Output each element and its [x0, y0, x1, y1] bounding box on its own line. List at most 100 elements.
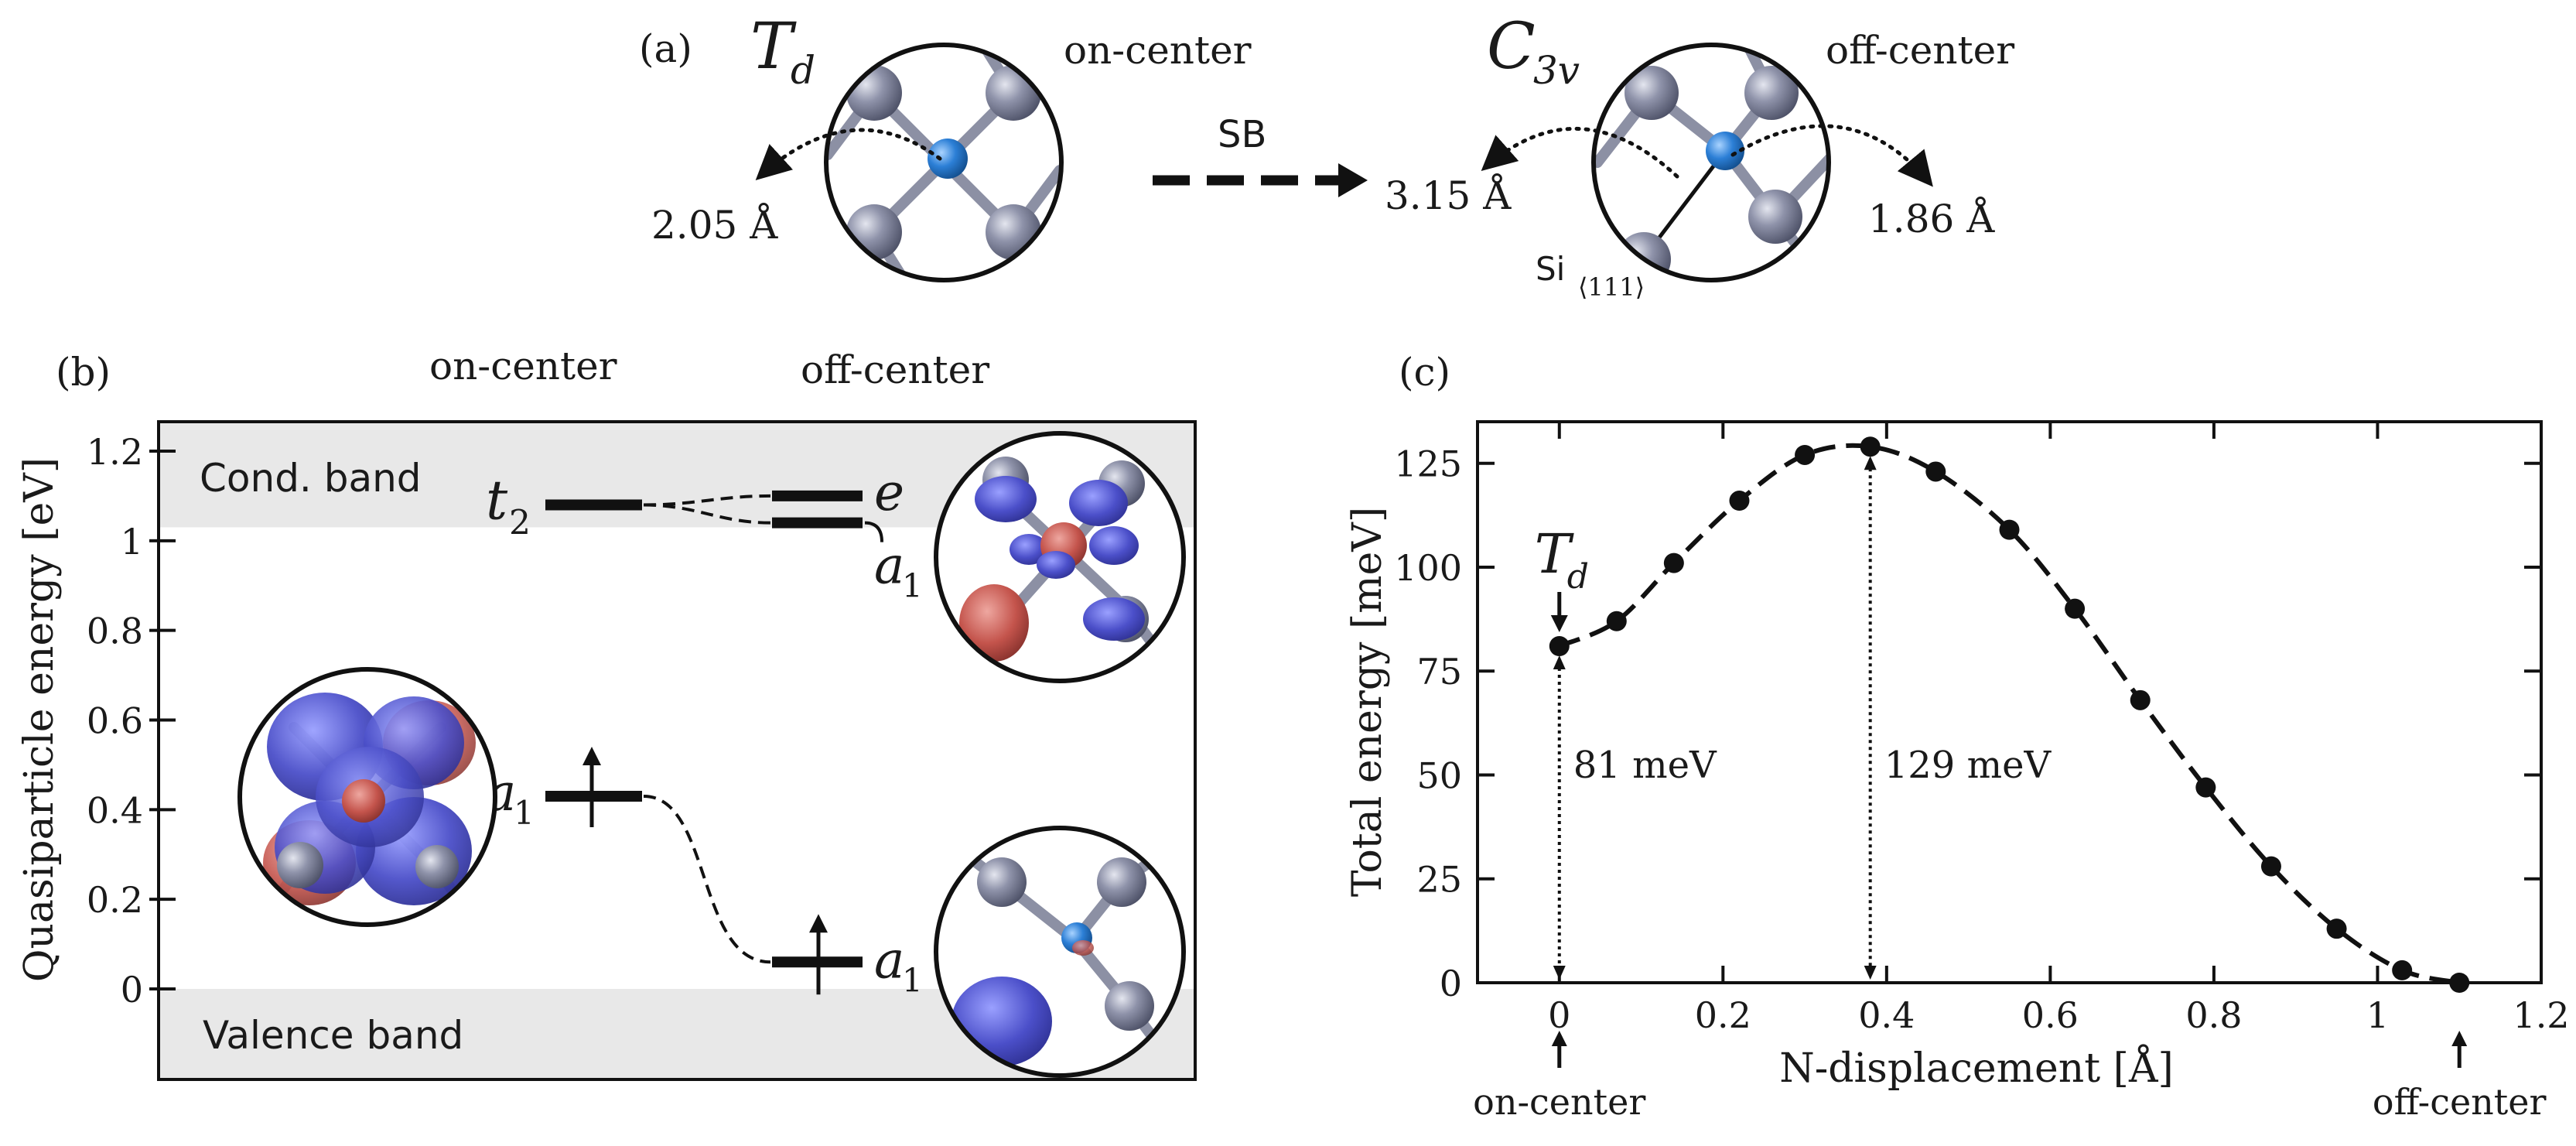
left-caption: on-center [1064, 28, 1252, 73]
data-point [2326, 919, 2347, 939]
data-points [1549, 436, 2470, 993]
relaxation-connector [643, 794, 771, 964]
left-distance: 2.05 Å [651, 202, 778, 248]
y-tick-label: 0.6 [87, 700, 143, 742]
sb-arrowhead [1338, 163, 1368, 197]
valence-band-label: Valence band [203, 1013, 463, 1058]
td-structure-image [824, 43, 1064, 282]
panel-b-y-axis: 0 0.2 0.4 0.6 0.8 1 1.2 [87, 431, 176, 1011]
data-point [1606, 611, 1627, 631]
y-tick-label: 1 [121, 521, 143, 563]
right-symmetry-subscript: 3v [1533, 48, 1580, 93]
electron-spin-arrowhead-off [809, 914, 828, 933]
data-point [1549, 636, 1570, 656]
sb-label: SB [1218, 113, 1266, 156]
y-tick-label: 0.8 [87, 611, 143, 652]
data-point [1860, 436, 1881, 457]
td-label: T [1535, 522, 1574, 586]
level-t2-label: t [486, 469, 508, 532]
barrier-arrow-81-head-bottom [1553, 966, 1566, 980]
left-symmetry-subscript: d [791, 48, 815, 93]
cond-band-label: Cond. band [200, 456, 422, 501]
right-distance-left-arrow [1481, 127, 1679, 179]
barrier-label-81: 81 meV [1573, 744, 1717, 787]
data-point [2065, 598, 2086, 619]
td-arrowhead [1550, 615, 1568, 632]
right-distance-left: 3.15 Å [1385, 173, 1512, 218]
x-tick-label: 1.2 [2513, 994, 2569, 1036]
data-point [2449, 973, 2470, 993]
split-connector-a1 [643, 503, 771, 525]
electron-spin-arrowhead [583, 746, 601, 765]
y-tick-label: 0.2 [87, 879, 143, 921]
data-point [1795, 444, 1816, 465]
level-t2-subscript: 2 [509, 504, 531, 543]
right-caption: off-center [1826, 28, 2014, 73]
data-point [1999, 519, 2020, 540]
off-center-label: off-center [2373, 1081, 2547, 1123]
on-center-label: on-center [1473, 1081, 1645, 1123]
level-a1-conduction-pointer [864, 521, 883, 542]
data-point [1663, 552, 1684, 573]
c3v-structure-image [1591, 43, 1831, 282]
y-tick-label: 125 [1394, 443, 1462, 485]
si-subscript: ⟨111⟩ [1578, 272, 1645, 302]
panel-b-y-axis-label: Quasiparticle energy [eV] [16, 457, 63, 982]
axes-ticks: 0 0.2 0.4 0.6 0.8 1 1.2 0 25 50 75 100 125 [1394, 422, 2570, 1036]
annotations: Td 81 meV 129 meV on-center off-center [1473, 456, 2547, 1123]
si-label: Si [1536, 250, 1565, 288]
level-a1-on-subscript: 1 [514, 794, 535, 832]
td-subscript: d [1567, 557, 1589, 597]
column-label-off-center: off-center [801, 347, 989, 392]
panel-c-label: (c) [1399, 350, 1450, 395]
panel-b-label: (b) [56, 350, 111, 395]
data-point [2260, 856, 2281, 877]
plot-frame [1476, 420, 2543, 984]
barrier-arrow-129-head-top [1864, 456, 1877, 470]
off-center-valence-orbital-image [934, 826, 1186, 1078]
y-tick-label: 0 [121, 969, 143, 1011]
y-axis-label: Total energy [meV] [1344, 507, 1391, 897]
on-center-orbital-image [237, 667, 497, 927]
right-distance-right: 1.86 Å [1868, 196, 1995, 241]
column-label-on-center: on-center [429, 344, 617, 388]
y-tick-label: 1.2 [87, 431, 143, 473]
on-center-marker-head [1551, 1031, 1567, 1046]
left-symmetry-label: T [750, 10, 797, 84]
panel-a-label: (a) [639, 26, 692, 71]
y-tick-label: 100 [1394, 547, 1462, 589]
off-center-marker-head [2451, 1031, 2468, 1046]
x-tick-label: 1 [2366, 994, 2389, 1036]
level-e-label: e [874, 463, 904, 522]
right-symmetry-label: C [1487, 10, 1536, 84]
panel-c: (c) Total energy [meV] N-displacement [Å… [1344, 350, 2570, 1123]
x-tick-label: 0.6 [2022, 994, 2079, 1036]
x-tick-label: 0.4 [1858, 994, 1915, 1036]
right-distance-right-arrow [1730, 124, 1933, 187]
x-tick-label: 0 [1548, 994, 1570, 1036]
data-point [2392, 960, 2413, 980]
data-point [1925, 461, 1946, 482]
x-tick-label: 0.8 [2185, 994, 2242, 1036]
panel-b: (b) on-center off-center Quasiparticle e… [16, 344, 1197, 1081]
panel-a: (a) T d on-center [639, 10, 2014, 302]
y-tick-label: 0.4 [87, 789, 143, 831]
y-tick-label: 75 [1416, 651, 1462, 693]
data-point [1729, 491, 1750, 511]
y-tick-label: 25 [1416, 859, 1462, 901]
barrier-label-129: 129 meV [1884, 744, 2052, 787]
left-distance-arrow [755, 128, 942, 181]
split-connector-e [643, 494, 771, 507]
energy-curve [1558, 443, 2460, 985]
off-center-conduction-orbital-image [934, 431, 1186, 683]
level-a1-conduction-subscript: 1 [902, 567, 923, 605]
barrier-arrow-81-head-top [1553, 655, 1566, 669]
data-point [2195, 777, 2216, 798]
x-tick-label: 0.2 [1695, 994, 1751, 1036]
level-a1-off-label: a [874, 930, 904, 990]
y-tick-label: 50 [1416, 754, 1462, 796]
y-tick-label: 0 [1440, 963, 1462, 1004]
level-a1-conduction-label: a [874, 536, 904, 596]
